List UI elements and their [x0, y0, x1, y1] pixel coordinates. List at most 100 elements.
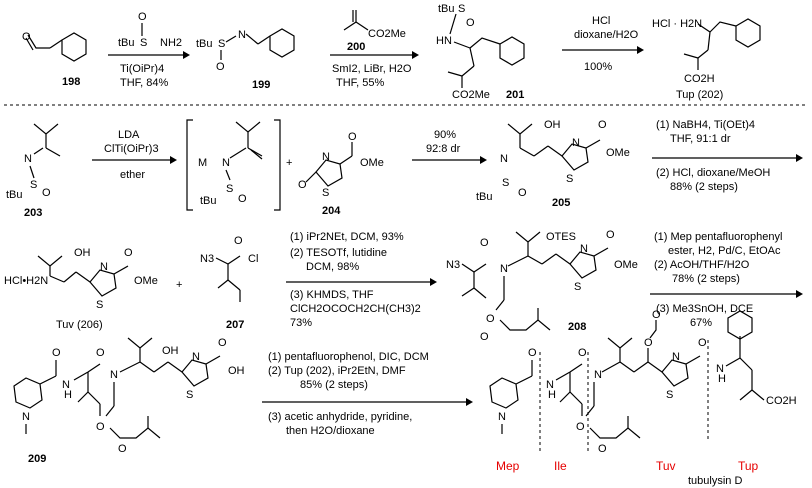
metallo-enamine: M N S O tBu	[186, 119, 281, 211]
atom-S: S	[458, 3, 465, 15]
atom-co2me: CO2Me	[452, 89, 490, 101]
atom-N: N	[110, 369, 118, 381]
atom-co2h: CO2H	[766, 395, 797, 407]
cond2b: DCM, 98%	[306, 261, 359, 273]
plus-sign: +	[176, 279, 182, 291]
arrow3-hcl: HCl	[592, 15, 610, 27]
atom-O: O	[466, 17, 475, 29]
step2b: 88% (2 steps)	[670, 181, 738, 193]
atom-N: N	[222, 157, 230, 169]
cond2-2a: (2) AcOH/THF/H2O	[654, 259, 750, 271]
reagent-sulfinamide: tBu O S NH2	[118, 11, 182, 49]
atom-O: O	[480, 237, 489, 249]
arrow3-solvent: dioxane/H2O	[574, 29, 639, 41]
cond2-1a: (1) Mep pentafluorophenyl	[654, 231, 782, 243]
atom-O: O	[22, 31, 31, 43]
fragment-mep: Mep	[496, 459, 520, 473]
atom-O: O	[118, 443, 127, 455]
atom-O: O	[52, 347, 61, 359]
atom-tbu: tBu	[476, 191, 493, 203]
r4-cond3b: then H2O/dioxane	[286, 425, 375, 437]
atom-S: S	[140, 37, 147, 49]
reagent-nh2: NH2	[160, 37, 182, 49]
fragment-ile: Ile	[554, 459, 567, 473]
cond1: (1) iPr2NEt, DCM, 93%	[290, 231, 404, 243]
atom-tbu: tBu	[6, 189, 23, 201]
label-209: 209	[28, 453, 46, 465]
atom-S: S	[226, 183, 233, 195]
atom-hcl-h2n: HCl · H2N	[652, 18, 702, 30]
atom-N: N	[500, 153, 508, 165]
atom-O: O	[348, 131, 357, 143]
step1b: THF, 91:1 dr	[670, 133, 731, 145]
label-201: 201	[506, 89, 524, 101]
label-205: 205	[552, 197, 570, 209]
atom-S: S	[30, 179, 37, 191]
cond2-2b: 78% (2 steps)	[672, 273, 740, 285]
atom-HN: HN	[436, 35, 452, 47]
atom-tbu: tBu	[200, 195, 217, 207]
r4-cond3a: (3) acetic anhydride, pyridine,	[268, 411, 412, 423]
atom-S: S	[322, 187, 329, 199]
atom-S: S	[502, 177, 509, 189]
label-203: 203	[24, 207, 42, 219]
atom-NH: N	[62, 379, 70, 391]
arrow-yield: 90%	[434, 129, 456, 141]
atom-N: N	[500, 263, 508, 275]
atom-O: O	[234, 235, 243, 247]
fragment-tuv: Tuv	[656, 459, 676, 473]
atom-O: O	[528, 347, 537, 359]
atom-S: S	[218, 38, 225, 50]
atom-O: O	[576, 421, 585, 433]
arrow1-cond1: Ti(OiPr)4	[120, 63, 164, 75]
atom-O: O	[652, 309, 661, 321]
compound-207: N3 O Cl 207	[200, 235, 258, 331]
r4-cond2: (2) Tup (202), iPr2EtN, DMF	[268, 365, 406, 377]
atom-O: O	[124, 247, 133, 259]
cond2-3a: (3) Me3SnOH, DCE	[656, 303, 753, 315]
atom-O: O	[298, 179, 307, 191]
atom-ome: OMe	[614, 259, 638, 271]
atom-N: N	[716, 363, 724, 375]
arrow3-yield: 100%	[584, 61, 612, 73]
atom-n3: N3	[200, 253, 214, 265]
reagent-tbu: tBu	[118, 37, 135, 49]
atom-S: S	[96, 299, 103, 311]
label-tuv-206: Tuv (206)	[56, 319, 103, 331]
cond3c: 73%	[290, 317, 312, 329]
compound-205: OH N S O tBu S N O OMe 205	[476, 119, 630, 209]
compound-204: O S N O OMe 204	[298, 131, 384, 217]
atom-O: O	[644, 337, 653, 349]
atom-O: O	[138, 11, 147, 23]
compound-209: N O N H O N OH S N O OH O O 209	[13, 337, 245, 465]
atom-ome: OMe	[134, 275, 158, 287]
atom-M: M	[198, 157, 207, 169]
arrow1-cond2: THF, 84%	[120, 77, 169, 89]
compound-tuv-206: HCl•H2N OH S N O OMe Tuv (206)	[4, 247, 158, 331]
atom-N: N	[322, 151, 330, 163]
atom-N: N	[580, 243, 588, 255]
atom-co2h: CO2H	[684, 73, 715, 85]
compound-208: N3 O N OTES S N O OMe O O 208	[446, 229, 638, 343]
atom-HO: OH	[544, 119, 561, 131]
cond2-3b: 67%	[690, 317, 712, 329]
atom-N: N	[238, 29, 246, 41]
reagent-co2me: CO2Me	[368, 28, 406, 40]
atom-N: N	[572, 137, 580, 149]
arrow2-200: 200	[347, 41, 365, 53]
compound-tubulysin-d: N O N H O N O O S N O N H	[489, 309, 797, 487]
atom-tbu: tBu	[438, 3, 455, 15]
r4-cond2b: 85% (2 steps)	[300, 379, 368, 391]
atom-ome: OMe	[606, 147, 630, 159]
atom-O: O	[578, 347, 587, 359]
fragment-tup: Tup	[738, 459, 759, 473]
product-name: tubulysin D	[688, 475, 742, 487]
atom-S: S	[666, 389, 673, 401]
atom-OH: OH	[162, 345, 179, 357]
label-208: 208	[568, 321, 586, 333]
atom-O: O	[518, 187, 527, 199]
atom-S: S	[574, 281, 581, 293]
atom-N: N	[24, 153, 32, 165]
atom-N: N	[546, 379, 554, 391]
